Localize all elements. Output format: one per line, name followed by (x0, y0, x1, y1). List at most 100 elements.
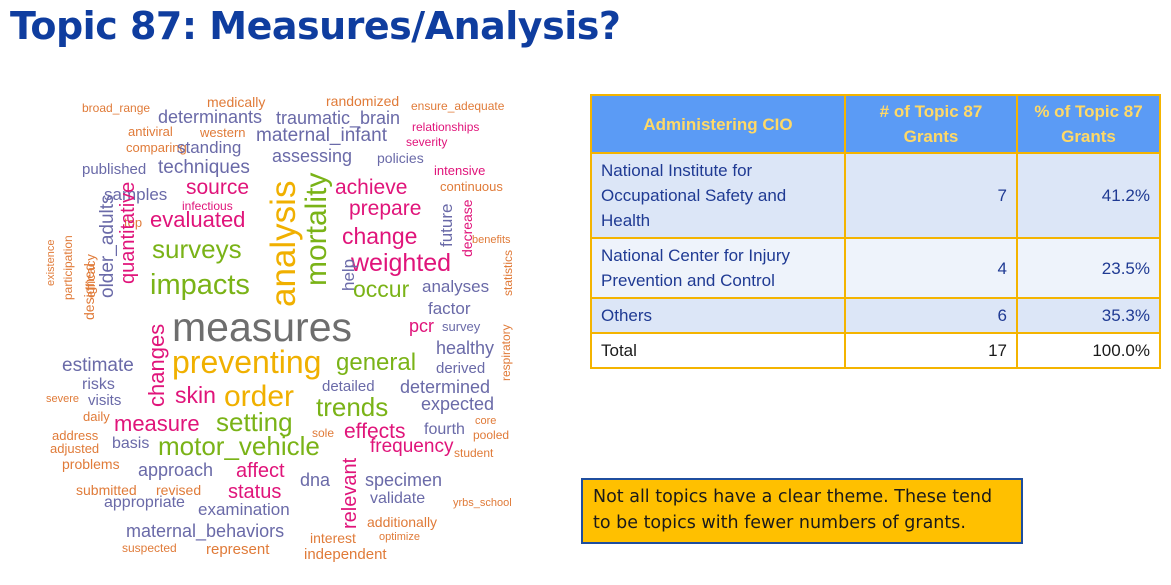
word-cloud-word: adjusted (50, 441, 100, 456)
word-cloud-word: surveys (152, 234, 242, 264)
word-cloud-word: derived (436, 360, 486, 377)
cio-name-cell: Total (590, 332, 846, 369)
word-cloud-word: comparing (126, 140, 187, 155)
word-cloud-word: factor (428, 299, 471, 318)
word-cloud-word: approach (138, 460, 214, 480)
word-cloud-word: effects (344, 420, 406, 443)
header-grant-count: # of Topic 87 Grants (844, 94, 1018, 154)
word-cloud-word: benefits (472, 234, 511, 246)
word-cloud-word: student (454, 446, 494, 460)
word-cloud-word: weighted (351, 249, 452, 277)
word-cloud-word: techniques (158, 157, 250, 178)
word-cloud-word: expected (421, 394, 495, 414)
word-cloud-word: skin (175, 382, 216, 408)
word-cloud-word: determinants (158, 107, 263, 127)
word-cloud-word: daily (83, 409, 110, 424)
word-cloud-word: quantitative (117, 181, 139, 284)
word-cloud-word: antiviral (128, 124, 173, 139)
grant-count-cell: 7 (844, 152, 1018, 239)
word-cloud-word: achieve (335, 176, 408, 199)
word-cloud-word: changes (144, 323, 169, 407)
word-cloud-word: infectious (182, 199, 233, 213)
word-cloud-word: occur (353, 276, 410, 302)
word-cloud-word: change (342, 223, 418, 249)
word-cloud-word: help (339, 258, 358, 291)
word-cloud-word: fourth (424, 421, 465, 438)
word-cloud-word: severe (46, 393, 80, 405)
word-cloud-word: affect (236, 460, 285, 482)
page-title: Topic 87: Measures/Analysis? (10, 4, 621, 48)
word-cloud-word: represent (206, 541, 270, 558)
word-cloud-word: motor_vehicle (158, 431, 320, 461)
cio-table: Administering CIO # of Topic 87 Grants %… (590, 94, 1161, 369)
word-cloud-word: statistics (501, 249, 515, 296)
word-cloud-word: risks (82, 376, 115, 393)
word-cloud-word: core (475, 415, 497, 427)
word-cloud-word: intensive (434, 163, 486, 178)
word-cloud-word: samples (104, 185, 168, 204)
word-cloud-word: basis (112, 435, 150, 452)
word-cloud-word: traumatic_brain (276, 108, 401, 128)
word-cloud-word: preventing (172, 344, 322, 380)
word-cloud-word: status (228, 481, 282, 503)
word-cloud-word: survey (442, 319, 481, 334)
word-cloud-word: broad_range (82, 101, 151, 115)
word-cloud-word: visits (88, 392, 122, 409)
word-cloud-word: measure (114, 411, 200, 436)
word-cloud-word: source (186, 176, 250, 199)
word-cloud-word: yrbs_school (453, 497, 512, 509)
table-row: National Institute for Occupational Safe… (590, 152, 1161, 239)
word-cloud-word: future (437, 203, 456, 247)
word-cloud-word: healthy (436, 338, 495, 358)
word-cloud-word: analyses (422, 277, 490, 296)
word-cloud-word: continuous (440, 179, 503, 194)
header-administering-cio: Administering CIO (590, 94, 846, 154)
word-cloud-word: prepare (349, 197, 422, 220)
grant-count-cell: 6 (844, 297, 1018, 334)
word-cloud-word: policies (377, 150, 424, 166)
word-cloud-word: older_adults (97, 194, 118, 298)
word-cloud-word: respiratory (499, 324, 513, 381)
word-cloud-word: western (200, 125, 246, 140)
word-cloud-word: determined (400, 377, 491, 397)
word-cloud-word: impacts (150, 269, 250, 301)
word-cloud-word: published (82, 161, 147, 178)
word-cloud-word: ensure_adequate (411, 99, 505, 113)
word-cloud-word: dna (300, 470, 331, 490)
word-cloud-word: problems (62, 456, 120, 472)
word-cloud-word: randomized (326, 93, 400, 109)
word-cloud-word: standing (177, 138, 242, 157)
table-total-row: Total 17 100.0% (590, 332, 1161, 369)
cio-name-cell: Others (590, 297, 846, 334)
grant-percent-cell: 41.2% (1016, 152, 1161, 239)
word-cloud-word: frequency (370, 436, 454, 457)
word-cloud-word: submitted (76, 482, 137, 498)
grant-count-cell: 17 (844, 332, 1018, 369)
word-cloud-word: severity (406, 135, 448, 149)
word-cloud-word: relationships (412, 120, 480, 134)
word-cloud-word: additionally (367, 514, 438, 530)
word-cloud-word: independent (304, 546, 387, 563)
word-cloud-word: top (124, 215, 143, 230)
word-cloud-word: address (52, 428, 99, 443)
grant-count-cell: 4 (844, 237, 1018, 299)
word-cloud-word: revised (156, 482, 202, 498)
cio-name-cell: National Center for Injury Prevention an… (590, 237, 846, 299)
word-cloud-word: appropriate (104, 494, 185, 511)
word-cloud-word: decrease (459, 199, 475, 257)
word-cloud-word: existence (45, 239, 57, 286)
word-cloud-word: order (224, 380, 295, 413)
word-cloud-word: measures (172, 304, 353, 350)
word-cloud-word: examination (198, 500, 290, 519)
grant-percent-cell: 23.5% (1016, 237, 1161, 299)
word-cloud-word: suspected (122, 541, 177, 555)
grant-percent-cell: 100.0% (1016, 332, 1161, 369)
header-grant-percent: % of Topic 87 Grants (1016, 94, 1161, 154)
word-cloud-word: pcr (409, 316, 435, 336)
table-row: National Center for Injury Prevention an… (590, 237, 1161, 299)
word-cloud-word: relevant (339, 457, 361, 529)
word-cloud-word: detailed (322, 378, 375, 395)
word-cloud-word: specimen (365, 470, 443, 490)
word-cloud-word: mortality (300, 172, 333, 286)
